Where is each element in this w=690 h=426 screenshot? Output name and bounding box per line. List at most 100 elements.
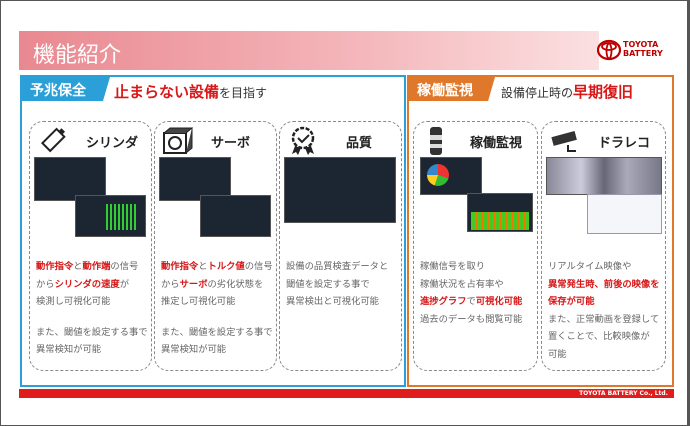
highlight-text: サーボ	[179, 278, 208, 290]
page-title: 機能紹介	[33, 43, 122, 68]
title-banner: 機能紹介	[19, 31, 599, 70]
heading-highlight: 止まらない設備	[114, 83, 220, 101]
description-line: 過去のデータも閲覧可能	[420, 311, 522, 329]
text: から	[36, 278, 55, 290]
highlight-text: 動作指令	[36, 261, 74, 272]
description-line	[161, 311, 273, 324]
cylinder-screenshot	[34, 157, 106, 201]
predictive-maintenance-section: 予兆保全 止まらない設備を目指す シリンダ動作指令と動作端の信号からシリンダの速…	[20, 75, 406, 387]
text: が	[119, 278, 130, 290]
description-line: からサーボの劣化状態を	[161, 276, 273, 294]
text: 異常検出と可視化可能	[286, 296, 379, 307]
card-cylinder: シリンダ動作指令と動作端の信号からシリンダの速度が検測し可視化可能また、閾値を設…	[29, 121, 152, 371]
camera-footage	[546, 157, 662, 195]
card-quality: 品質設備の品質検査データと閾値を設定する事で異常検出と可視化可能	[279, 121, 402, 371]
description-line	[36, 311, 148, 324]
text: 置くことで、比較映像が	[548, 331, 650, 342]
card-description: 動作指令とトルク値の信号からサーボの劣化状態を推定し可視化可能また、閾値を設定す…	[161, 258, 273, 359]
cylinder-screenshot-2	[75, 195, 146, 237]
text: 検測し可視化可能	[36, 296, 111, 307]
cylinder-icon	[36, 126, 70, 156]
description-line: 進捗グラフで可視化可能	[420, 293, 522, 311]
text: と	[198, 261, 208, 272]
toyota-emblem-icon	[596, 39, 622, 61]
description-line: 異常発生時、前後の映像を	[548, 276, 660, 294]
text: の信号	[244, 261, 273, 272]
highlight-text: 可視化可能	[475, 296, 523, 307]
bar-chart-screenshot	[467, 193, 533, 232]
card-title: サーボ	[211, 136, 251, 151]
description-line: 異常検出と可視化可能	[286, 293, 388, 311]
description-line: また、正常動画を登録して	[548, 311, 660, 329]
heading-highlight: 早期復旧	[573, 83, 634, 101]
heading-rest: 設備停止時の	[501, 86, 574, 100]
servo-screenshot	[159, 157, 231, 201]
card-description: 動作指令と動作端の信号からシリンダの速度が検測し可視化可能また、閾値を設定する事…	[36, 258, 148, 359]
description-line: 保存が可能	[548, 293, 660, 311]
description-line: また、閾値を設定する事で	[161, 324, 273, 342]
heading-rest: を目指す	[219, 86, 268, 100]
text: 稼働状況を占有率や	[420, 278, 504, 290]
text: また、正常動画を登録して	[548, 313, 660, 325]
card-description: 稼働信号を取り稼働状況を占有率や進捗グラフで可視化可能過去のデータも閲覧可能	[420, 258, 522, 328]
text: 稼働信号を取り	[420, 261, 486, 272]
text: また、閾値を設定する事で	[36, 326, 148, 338]
text: と	[73, 261, 83, 272]
pie-chart-screenshot	[420, 157, 482, 195]
description-line: 稼働信号を取り	[420, 258, 522, 276]
text: 可能	[548, 348, 567, 360]
card-operation-monitor: 稼働監視稼働信号を取り稼働状況を占有率や進捗グラフで可視化可能過去のデータも閲覧…	[413, 121, 538, 371]
description-line: 閾値を設定する事で	[286, 276, 388, 294]
security-camera-icon	[548, 126, 582, 156]
operation-monitoring-section: 稼働監視 設備停止時の早期復旧 稼働監視稼働信号を取り稼働状況を占有率や進捗グラ…	[407, 75, 674, 387]
description-line: 設備の品質検査データと	[286, 258, 388, 276]
text: から	[161, 278, 180, 290]
description-line: リアルタイム映像や	[548, 258, 660, 276]
card-servo: サーボ動作指令とトルク値の信号からサーボの劣化状態を推定し可視化可能また、閾値を…	[154, 121, 277, 371]
logo-text-line2: BATTERY	[623, 49, 663, 58]
text: 設備の品質検査データと	[286, 261, 389, 272]
description-line: 異常検知が可能	[161, 341, 273, 359]
section-heading: 設備停止時の早期復旧	[501, 81, 633, 102]
highlight-text: トルク値	[207, 261, 245, 272]
servo-screenshot-2	[200, 195, 271, 237]
section-tab-monitoring: 稼働監視	[409, 77, 495, 101]
footer-company: TOYOTA BATTERY Co., Ltd.	[579, 390, 668, 397]
description-line: 可能	[548, 346, 660, 364]
description-line: 検測し可視化可能	[36, 293, 148, 311]
section-tab-predictive: 予兆保全	[22, 77, 110, 101]
highlight-text: 進捗グラフ	[420, 296, 467, 307]
card-drive-recorder: ドラレコリアルタイム映像や異常発生時、前後の映像を保存が可能また、正常動画を登録…	[541, 121, 666, 371]
card-title: ドラレコ	[598, 136, 651, 151]
card-description: 設備の品質検査データと閾値を設定する事で異常検出と可視化可能	[286, 258, 388, 311]
section-heading: 止まらない設備を目指す	[114, 81, 267, 102]
description-line: 異常検知が可能	[36, 341, 148, 359]
description-line: また、閾値を設定する事で	[36, 324, 148, 342]
footer-bar: TOYOTA BATTERY Co., Ltd.	[19, 389, 674, 398]
card-title: シリンダ	[86, 136, 139, 151]
text: 異常検知が可能	[36, 344, 102, 355]
text: の信号	[110, 261, 139, 272]
description-line: 稼働状況を占有率や	[420, 276, 522, 294]
quality-screenshot	[284, 157, 396, 223]
description-line: からシリンダの速度が	[36, 276, 148, 294]
card-title: 稼働監視	[470, 136, 523, 151]
highlight-text: 異常発生時、前後の映像を	[548, 278, 660, 290]
description-line: 動作指令と動作端の信号	[36, 258, 148, 276]
card-description: リアルタイム映像や異常発生時、前後の映像を保存が可能また、正常動画を登録して置く…	[548, 258, 660, 363]
text: 推定し可視化可能	[161, 296, 236, 307]
description-line: 置くことで、比較映像が	[548, 328, 660, 346]
logo-text-line1: TOYOTA	[623, 40, 659, 49]
description-line: 動作指令とトルク値の信号	[161, 258, 273, 276]
text: 異常検知が可能	[161, 344, 227, 355]
quality-badge-icon	[286, 126, 320, 156]
text: また、閾値を設定する事で	[161, 326, 273, 338]
signal-tower-icon	[420, 126, 454, 156]
highlight-text: 動作指令	[161, 261, 199, 272]
text: の劣化状態を	[207, 278, 264, 290]
description-line: 推定し可視化可能	[161, 293, 273, 311]
highlight-text: 保存が可能	[548, 296, 595, 307]
recorder-app-screenshot	[587, 194, 662, 234]
text: で	[466, 296, 476, 307]
